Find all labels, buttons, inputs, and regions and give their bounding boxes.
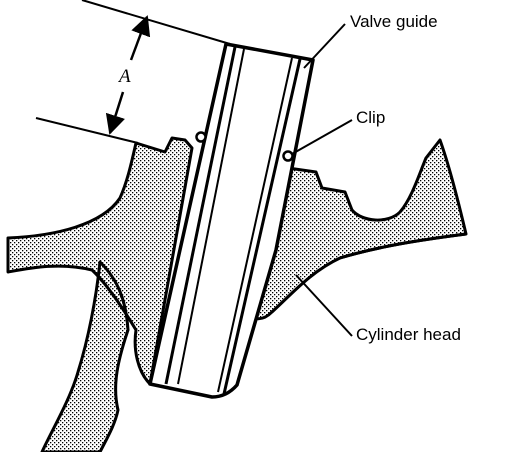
leader-clip [291, 119, 353, 155]
clip-left [195, 131, 207, 143]
label-cylinder-head: Cylinder head [356, 325, 461, 344]
valve-guide-body [148, 42, 315, 399]
valve-guide-inner-right [217, 57, 293, 393]
valve-guide-inner-left [177, 48, 245, 385]
dimension-arrow-lower [105, 91, 125, 135]
dimension-label: A [117, 66, 131, 87]
cylinder-head-casting [6, 136, 468, 452]
valve-guide-bore-right [222, 58, 302, 395]
leader-valve-guide [303, 23, 346, 69]
port-wall-curve [339, 232, 467, 260]
valve-guide [148, 42, 315, 399]
dimension-reference-line-bottom [35, 117, 139, 144]
cylinder-head-lower-runner [40, 260, 130, 452]
label-valve-guide: Valve guide [350, 12, 438, 31]
dimension-arrow-upper [129, 15, 151, 61]
label-clip: Clip [356, 108, 385, 127]
leader-cylinder-head [295, 274, 353, 337]
dimension-reference-line-top [81, 0, 231, 45]
clip-right [282, 150, 294, 162]
valve-guide-bore-left [164, 46, 237, 385]
